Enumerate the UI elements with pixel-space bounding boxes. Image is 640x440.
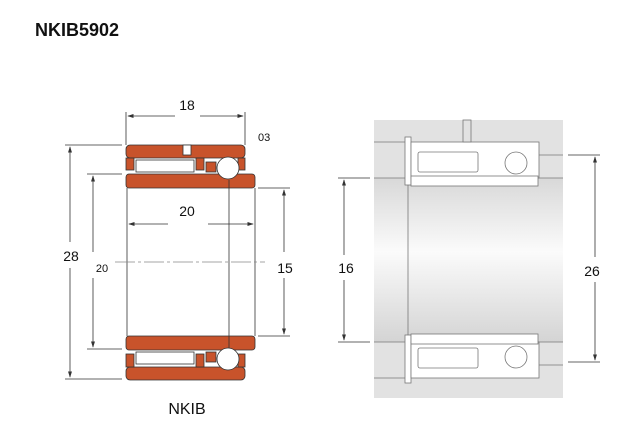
bearing-top-section (125, 144, 256, 189)
caption-label: NKIB (168, 401, 205, 418)
dim-bore-label: 20 (96, 263, 108, 275)
dim-inner-width-label: 20 (179, 203, 195, 219)
dim-outer-diameter-label: 28 (63, 248, 79, 264)
dim-shaft-16-label: 16 (338, 260, 354, 276)
left-section-view (65, 112, 290, 381)
dim-housing-26-label: 26 (584, 263, 600, 279)
dim-shaft-label: 15 (277, 260, 293, 276)
product-title: NKIB5902 (35, 20, 120, 40)
right-mounted-view (338, 119, 600, 398)
dim-width-label: 18 (179, 97, 195, 113)
shaft (374, 178, 563, 342)
dim-chamfer-label: 03 (258, 132, 270, 144)
bearing-bottom-section (125, 335, 256, 381)
